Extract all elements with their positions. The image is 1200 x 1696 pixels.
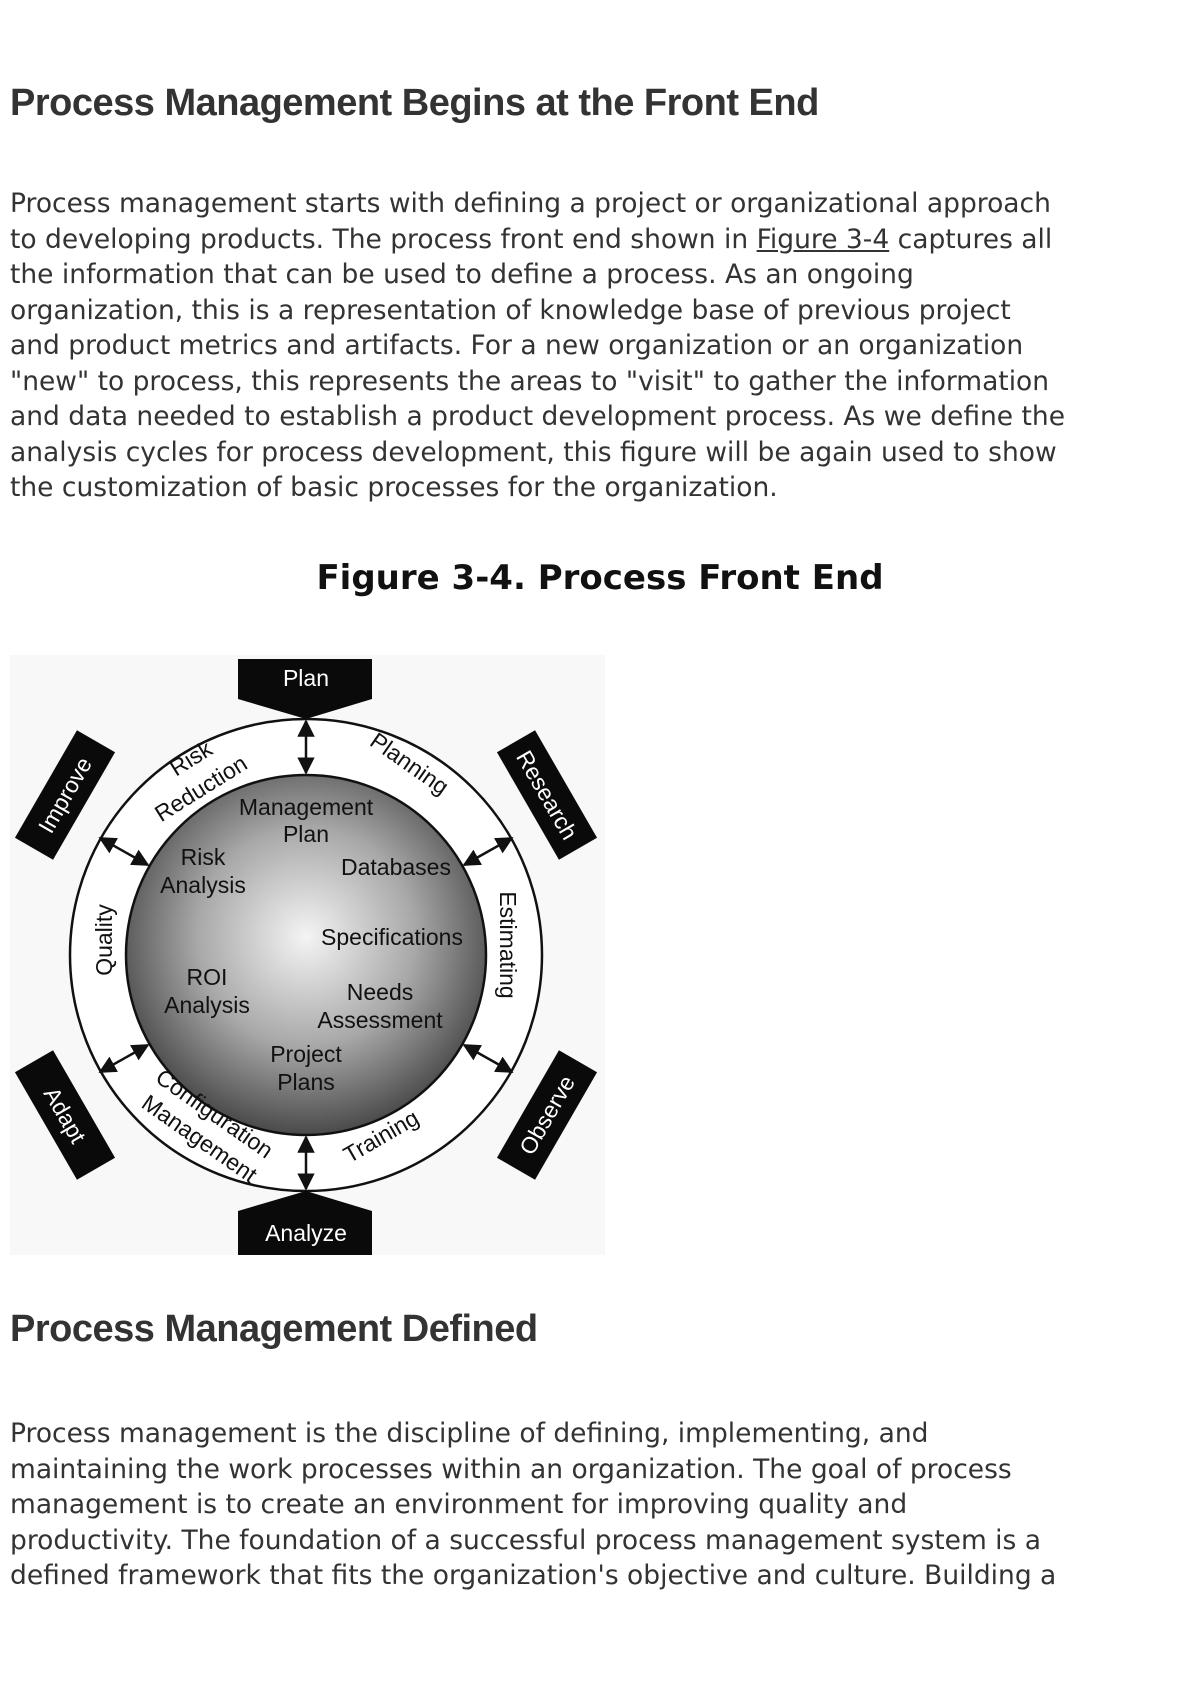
svg-text:Plan: Plan [283,821,329,847]
box-adapt: Adapt [14,1050,116,1180]
paragraph-text: Process management starts with defining … [10,188,1051,255]
figure-3-4-link[interactable]: Figure 3-4 [756,223,890,255]
svg-text:Needs: Needs [347,979,413,1005]
svg-text:Quality: Quality [91,904,117,976]
svg-text:Project: Project [270,1041,342,1067]
svg-text:Analyze: Analyze [265,1220,347,1246]
figure-caption: Figure 3-4. Process Front End [316,558,884,598]
section-heading-front-end: Process Management Begins at the Front E… [10,82,819,124]
process-front-end-diagram: Plan Analyze Improve Research Adapt Obse… [10,655,605,1255]
front-end-paragraph: Process management starts with defining … [10,186,1190,506]
svg-text:Specifications: Specifications [321,924,463,950]
box-plan: Plan [238,659,372,719]
section-heading-defined: Process Management Defined [10,1308,538,1350]
svg-text:Risk: Risk [181,844,226,870]
paragraph-text: captures all the information that can be… [10,223,1066,504]
svg-text:Assessment: Assessment [317,1007,443,1033]
svg-text:Plan: Plan [283,665,329,691]
svg-text:Estimating: Estimating [495,891,521,998]
box-analyze: Analyze [238,1191,372,1255]
defined-paragraph: Process management is the discipline of … [10,1418,1057,1591]
svg-text:Analysis: Analysis [164,992,250,1018]
svg-text:Analysis: Analysis [160,872,246,898]
core-sphere [124,773,488,1137]
svg-text:Plans: Plans [277,1069,335,1095]
svg-text:Databases: Databases [341,854,451,880]
svg-text:Management: Management [239,794,374,820]
svg-text:ROI: ROI [187,964,228,990]
